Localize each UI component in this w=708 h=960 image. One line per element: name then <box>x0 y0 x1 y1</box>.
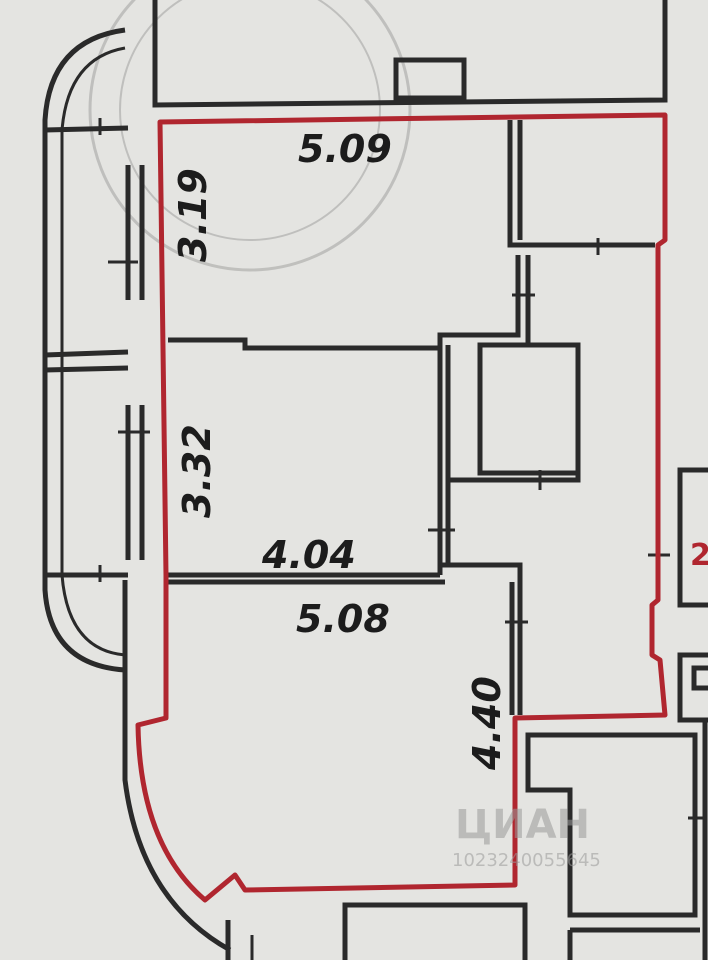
middle-room-width-label: 4.04 <box>261 533 356 577</box>
middle-room-depth-label: 3.32 <box>175 424 219 518</box>
apartment-outline <box>135 112 668 903</box>
adjacent-unit-label: 2 <box>690 538 708 573</box>
cian-watermark-brand: ЦИАН <box>455 802 590 848</box>
door-marks <box>98 118 705 960</box>
interior-walls <box>168 120 655 715</box>
bottom-room-depth-label: 4.40 <box>465 676 509 771</box>
top-room-depth-label: 3.19 <box>171 168 215 262</box>
top-room-width-label: 5.09 <box>298 127 392 171</box>
bottom-room-width-label: 5.08 <box>296 597 390 641</box>
stamp-watermark <box>88 0 412 272</box>
cian-watermark-id: 1023240055645 <box>452 850 601 871</box>
cian-watermark: ЦИАН 1023240055645 <box>452 802 601 871</box>
